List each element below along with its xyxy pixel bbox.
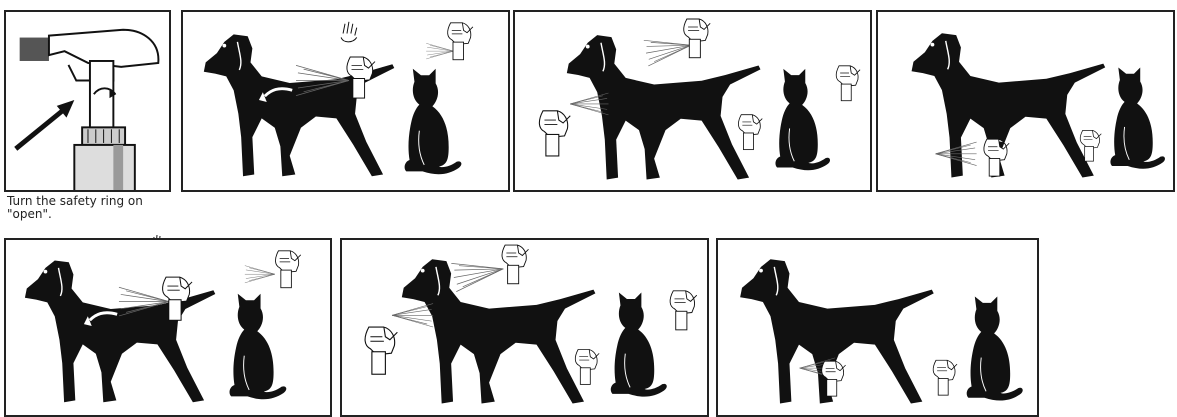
dog-silhouette-icon bbox=[204, 34, 394, 176]
cat-silhouette-icon bbox=[405, 69, 462, 175]
hand-with-spray-icon bbox=[984, 139, 1009, 176]
cat-silhouette-icon bbox=[611, 293, 667, 397]
hand-with-spray-icon bbox=[684, 19, 710, 58]
safety-ring-panel bbox=[4, 10, 171, 192]
dog-silhouette-icon bbox=[567, 35, 761, 179]
spray-step-3-panel bbox=[876, 10, 1175, 192]
dog-silhouette-icon bbox=[912, 33, 1106, 177]
spray-step-1-panel bbox=[181, 10, 510, 192]
spray-step-6-panel bbox=[716, 238, 1039, 417]
safety-ring-caption: Turn the safety ring on "open". bbox=[7, 195, 187, 221]
dog-silhouette-icon bbox=[402, 259, 596, 403]
spray-step-2-panel bbox=[513, 10, 872, 192]
cat-silhouette-icon bbox=[775, 69, 830, 170]
small-hand-icon bbox=[341, 22, 357, 42]
spray-step-5-panel bbox=[340, 238, 709, 417]
cat-silhouette-icon bbox=[1110, 67, 1165, 168]
cat-silhouette-icon bbox=[967, 296, 1023, 400]
cat-silhouette-icon bbox=[230, 294, 287, 399]
spray-step-4-panel bbox=[4, 238, 332, 417]
spray-bottle-icon bbox=[6, 12, 169, 190]
hand-with-spray-icon bbox=[502, 245, 528, 284]
